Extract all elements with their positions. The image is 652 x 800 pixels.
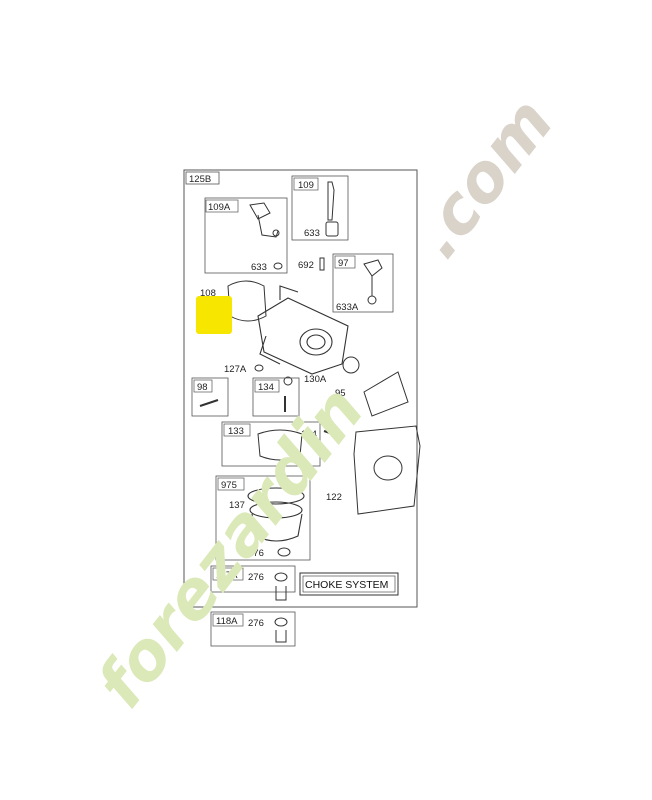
label-109: 109 [298, 180, 314, 191]
frame-label: 125B [189, 174, 211, 185]
label-98: 98 [197, 382, 208, 393]
group-118A-box [210, 611, 296, 647]
label-109A: 109A [208, 202, 231, 213]
group-109-box [291, 175, 349, 241]
group-134-box [252, 377, 300, 417]
group-109A-box [204, 197, 288, 274]
base-gasket-part [353, 425, 421, 515]
label-104: 104 [301, 429, 317, 440]
group-975-box [215, 475, 311, 561]
choke-system-box [299, 572, 399, 596]
label-97: 97 [338, 258, 349, 269]
label-127A: 127A [224, 364, 247, 375]
label-122: 122 [326, 492, 342, 503]
idle-screw-part [199, 399, 219, 407]
label-692: 692 [298, 260, 314, 271]
label-633A: 633A [336, 302, 359, 313]
label-633-b: 633 [304, 228, 320, 239]
label-975: 975 [221, 480, 237, 491]
frame-label-box [185, 171, 220, 185]
choke-plate-part [363, 371, 409, 417]
label-133: 133 [228, 426, 244, 437]
float-part [257, 429, 303, 461]
watermark-gray: .com [398, 84, 568, 272]
group-133-box [221, 421, 321, 467]
label-108: 108 [200, 288, 216, 299]
label-276-c: 276 [248, 618, 264, 629]
label-134: 134 [258, 382, 274, 393]
choke-system-label: CHOKE SYSTEM [305, 579, 388, 591]
diagram-frame [183, 169, 418, 608]
float-bowl-part [247, 487, 305, 542]
choke-shaft-part [363, 259, 383, 305]
throttle-shaft-part [325, 181, 339, 237]
group-117A-box [210, 565, 296, 593]
label-118A: 118A [216, 616, 238, 627]
label-137: 137 [229, 500, 245, 511]
group-98-box [191, 377, 229, 417]
label-130A: 130A [304, 374, 327, 385]
label-633-a: 633 [251, 262, 267, 273]
label-276-a: 276 [248, 548, 264, 559]
label-276-b: 276 [248, 572, 264, 583]
highlight-marker [196, 296, 232, 334]
label-95: 95 [335, 388, 346, 399]
carburetor-body [257, 285, 349, 375]
choke-lever-part [249, 202, 280, 238]
carburetor-gasket [227, 280, 267, 322]
label-117A: 117A [216, 570, 238, 581]
group-97-box [332, 253, 394, 313]
label-51: 51 [342, 403, 353, 414]
